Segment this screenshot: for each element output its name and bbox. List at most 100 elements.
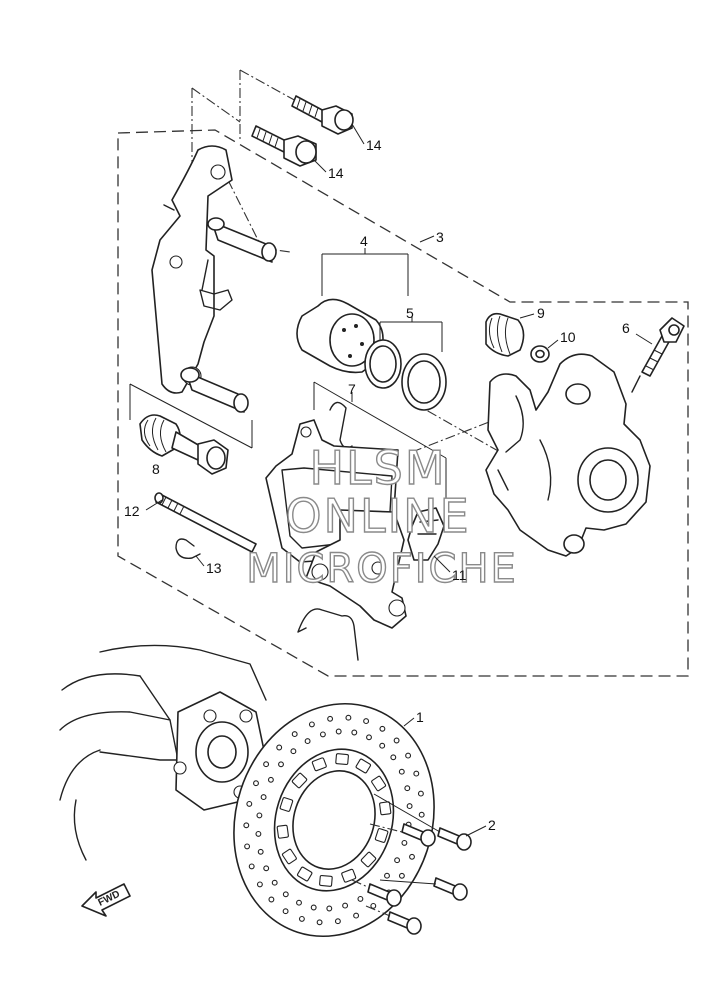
- disc-drill-hole: [308, 721, 315, 728]
- disc-bolt-a: [401, 823, 436, 847]
- disc-bolt-e: [387, 911, 422, 935]
- disc-drill-hole: [353, 912, 360, 919]
- disc-vent-slot: [335, 753, 349, 766]
- callout-7: 7: [348, 381, 356, 397]
- disc-drill-hole: [278, 761, 284, 768]
- callout-11: 11: [452, 567, 467, 583]
- washer-10: [530, 345, 550, 363]
- callout-9: 9: [537, 305, 545, 321]
- disc-drill-hole: [255, 830, 262, 837]
- bolt-14-lower: [251, 125, 317, 167]
- callout-10: 10: [560, 329, 576, 345]
- disc-vent-slot: [360, 851, 377, 868]
- disc-drill-hole: [316, 919, 323, 926]
- disc-drill-hole: [260, 794, 267, 801]
- disc-drill-hole: [257, 848, 264, 855]
- disc-vent-slot: [281, 848, 297, 865]
- callout-4: 4: [360, 233, 368, 249]
- disc-drill-hole: [404, 785, 411, 792]
- disc-drill-hole: [393, 737, 400, 744]
- disc-drill-hole: [406, 803, 413, 810]
- caliper-assembly-boundary: [117, 129, 689, 677]
- disc-drill-hole: [394, 857, 401, 864]
- disc-drill-hole: [271, 879, 278, 886]
- disc-bolt-c: [433, 877, 468, 901]
- watermark-line-3: MICROFICHE: [246, 546, 518, 592]
- piston-4: [296, 298, 384, 374]
- disc-drill-hole: [379, 725, 386, 732]
- disc-drill-hole: [409, 853, 415, 860]
- bracket-pin-lower: [180, 367, 249, 413]
- disc-drill-hole: [326, 905, 333, 912]
- disc-drill-hole: [296, 899, 302, 906]
- disc-vent-slot: [379, 801, 392, 816]
- disc-vent-slot: [276, 824, 289, 839]
- disc-drill-hole: [268, 896, 275, 903]
- disc-drill-hole: [276, 744, 283, 751]
- watermark-line-1: HLSM: [309, 441, 446, 495]
- disc-drill-hole: [342, 902, 349, 909]
- disc-vent-slot: [311, 757, 327, 772]
- disc-drill-hole: [327, 715, 334, 722]
- callout-8: 8: [152, 461, 160, 477]
- disc-drill-hole: [246, 800, 253, 807]
- disc-vent-slot: [371, 775, 387, 792]
- disc-drill-hole: [291, 731, 298, 738]
- bleed-screw-6: [631, 317, 685, 393]
- pad-pin-12: [154, 492, 257, 553]
- disc-drill-hole: [417, 790, 424, 797]
- leader-bracket-4: [321, 248, 409, 296]
- disc-drill-hole: [267, 776, 274, 783]
- caliper-bracket: [151, 145, 233, 394]
- disc-drill-hole: [398, 768, 405, 775]
- disc-vent-slot: [279, 797, 294, 812]
- disc-drill-hole: [363, 718, 370, 725]
- disc-drill-hole: [263, 865, 270, 872]
- leader-bracket-8: [129, 383, 253, 449]
- disc-vent-slot: [341, 868, 357, 883]
- disc-drill-hole: [253, 780, 259, 787]
- callout-12: 12: [124, 503, 140, 519]
- callout-3: 3: [436, 229, 444, 245]
- forward-arrow-icon: FWD: [81, 883, 131, 917]
- disc-drill-hole: [384, 872, 390, 879]
- disc-drill-hole: [256, 812, 263, 819]
- disc-drill-hole: [248, 863, 255, 870]
- disc-bolt-b: [437, 827, 472, 851]
- leader-bracket-7: [313, 381, 447, 498]
- disc-drill-hole: [351, 729, 358, 736]
- seal-5-small: [364, 339, 402, 389]
- callout-2: 2: [488, 817, 496, 833]
- disc-vent-slot: [291, 772, 308, 789]
- disc-vent-slot: [319, 874, 333, 887]
- bolt-14-upper: [291, 95, 354, 135]
- callout-13: 13: [206, 560, 222, 576]
- disc-drill-hole: [370, 902, 377, 909]
- watermark-line-2: ONLINE: [285, 489, 470, 543]
- disc-drill-hole: [401, 839, 408, 846]
- disc-drill-hole: [304, 738, 311, 745]
- disc-drill-hole: [290, 748, 297, 755]
- disc-drill-hole: [244, 843, 251, 850]
- boot-9: [485, 312, 525, 357]
- disc-drill-hole: [366, 734, 372, 741]
- disc-drill-hole: [256, 881, 263, 888]
- leader-bracket-5: [379, 316, 443, 352]
- disc-vent-slot: [374, 828, 389, 843]
- disc-drill-hole: [263, 761, 270, 768]
- disc-drill-hole: [310, 904, 317, 911]
- disc-drill-hole: [418, 811, 425, 818]
- callout-1: 1: [416, 709, 424, 725]
- disc-drill-hole: [413, 770, 420, 777]
- disc-vent-slot: [355, 758, 372, 774]
- callout-5: 5: [406, 305, 414, 321]
- clip-13: [175, 538, 201, 559]
- pad-support-11: [407, 507, 445, 561]
- pad-spring-lower: [297, 608, 359, 661]
- disc-drill-hole: [243, 822, 250, 829]
- disc-drill-hole: [345, 714, 352, 721]
- disc-drill-hole: [390, 754, 397, 761]
- disc-drill-hole: [398, 872, 405, 879]
- callout-14-upper: 14: [366, 137, 382, 153]
